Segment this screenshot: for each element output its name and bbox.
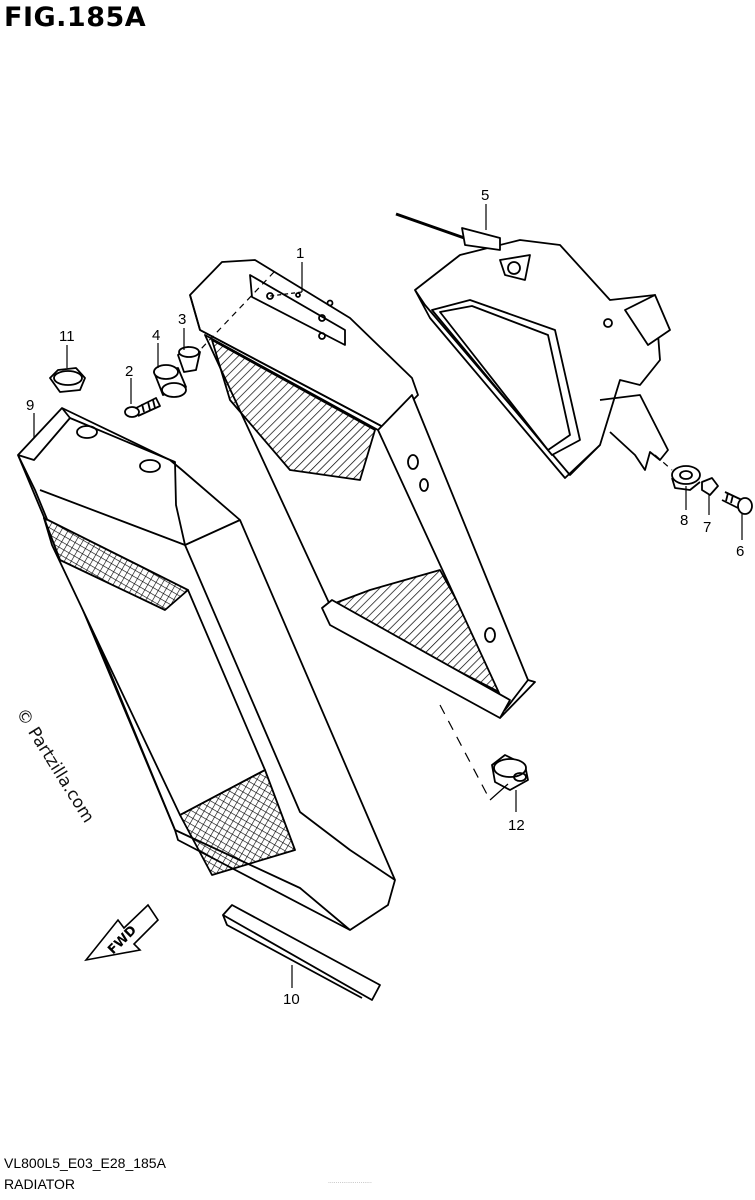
- bolt-part-2: [124, 397, 161, 418]
- callout-8: 8: [680, 512, 688, 529]
- callout-11: 11: [59, 328, 75, 345]
- callout-3: 3: [178, 311, 186, 328]
- collar-part-7: [701, 477, 719, 496]
- collar-part-3: [177, 346, 201, 373]
- radiator-part-1: [189, 259, 536, 719]
- callout-12: 12: [508, 817, 525, 834]
- callout-4: 4: [152, 327, 160, 344]
- callout-9: 9: [26, 397, 34, 414]
- grommet-part-8: [671, 465, 701, 491]
- cap-part-11: [49, 367, 86, 393]
- leader-lines: [33, 204, 743, 988]
- grommet-part-12: [491, 754, 529, 791]
- cooling-fan-part-5: [395, 212, 671, 479]
- fwd-arrow: FWD: [84, 903, 160, 962]
- faint-footer-text: ·······················: [328, 1180, 372, 1187]
- callout-6: 6: [736, 543, 744, 560]
- callout-5: 5: [481, 187, 489, 204]
- callout-1: 1: [296, 245, 304, 262]
- callout-10: 10: [283, 991, 300, 1008]
- radiator-cover-part-9: [17, 407, 396, 931]
- pad-part-10: [222, 904, 381, 1001]
- callout-7: 7: [703, 519, 711, 536]
- grommet-part-4: [153, 364, 187, 398]
- figure-title: FIG.185A: [4, 2, 147, 33]
- figure-code: VL800L5_E03_E28_185A: [4, 1155, 166, 1171]
- callout-labels: 1 2 3 4 5 6 7 8 9 10 11 12: [26, 187, 744, 1008]
- callout-2: 2: [125, 363, 133, 380]
- figure-name: RADIATOR: [4, 1176, 76, 1192]
- bolt-part-6: [721, 491, 753, 515]
